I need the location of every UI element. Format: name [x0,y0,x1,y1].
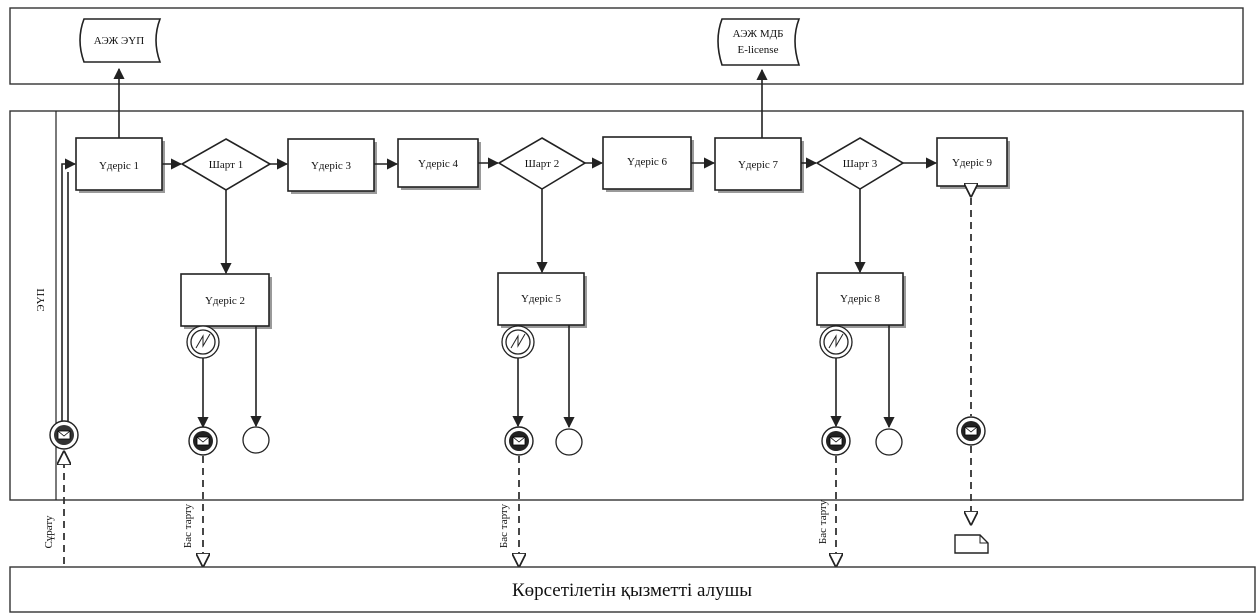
step-7: Үдеріс 7 [714,137,804,193]
refusal-label-2: Бас тарту [498,503,510,548]
recipient-label: Көрсетілетін қызметті алушы [512,580,752,601]
refusal-label-1: Бас тарту [182,503,194,548]
mdb-datastore: АЭЖ МДБ E-license [717,18,801,66]
step-4-label: Үдеріс 4 [418,158,459,170]
refusal-label-3: Бас тарту [817,499,829,544]
timer-event-3 [819,325,853,359]
message-event-8 [821,426,851,456]
end-event-8 [875,428,903,456]
condition-2-label: Шарт 2 [525,158,559,170]
condition-3: Шарт 3 [815,137,905,190]
end-event-2 [242,426,270,454]
step-6: Үдеріс 6 [602,136,694,192]
timer-event-1 [186,325,220,359]
lane-label: ЭҮП [35,288,47,311]
message-event-start [49,420,79,450]
request-label: Сұрату [43,515,55,549]
step-2: Үдеріс 2 [180,273,272,329]
step-5-label: Үдеріс 5 [521,293,562,305]
step-3-label: Үдеріс 3 [311,160,352,172]
step-8: Үдеріс 8 [816,272,906,328]
message-event-2 [188,426,218,456]
systems-pool [9,7,1244,85]
step-9-label: Үдеріс 9 [952,157,993,169]
recipient-pool [9,566,1256,613]
message-event-9 [956,416,986,446]
step-2-label: Үдеріс 2 [205,295,245,307]
step-8-label: Үдеріс 8 [840,293,881,305]
step-6-label: Үдеріс 6 [627,156,668,168]
step-1-label: Үдеріс 1 [99,160,139,172]
step-9: Үдеріс 9 [936,137,1010,189]
message-event-5 [504,426,534,456]
step-5: Үдеріс 5 [497,272,587,328]
timer-event-2 [501,325,535,359]
gbdb-label: АЭЖ ЭҮП [94,35,144,47]
condition-1-label: Шарт 1 [209,159,243,171]
step-7-label: Үдеріс 7 [738,159,779,171]
step-4: Үдеріс 4 [397,138,481,190]
document-icon [954,534,989,554]
step-3: Үдеріс 3 [287,138,377,194]
condition-3-label: Шарт 3 [843,158,878,170]
end-event-5 [555,428,583,456]
mdb-label-line2: E-license [738,44,779,56]
mdb-label-line1: АЭЖ МДБ [733,28,784,40]
gbdb-datastore: АЭЖ ЭҮП [79,18,162,63]
step-1: Үдеріс 1 [75,137,165,193]
